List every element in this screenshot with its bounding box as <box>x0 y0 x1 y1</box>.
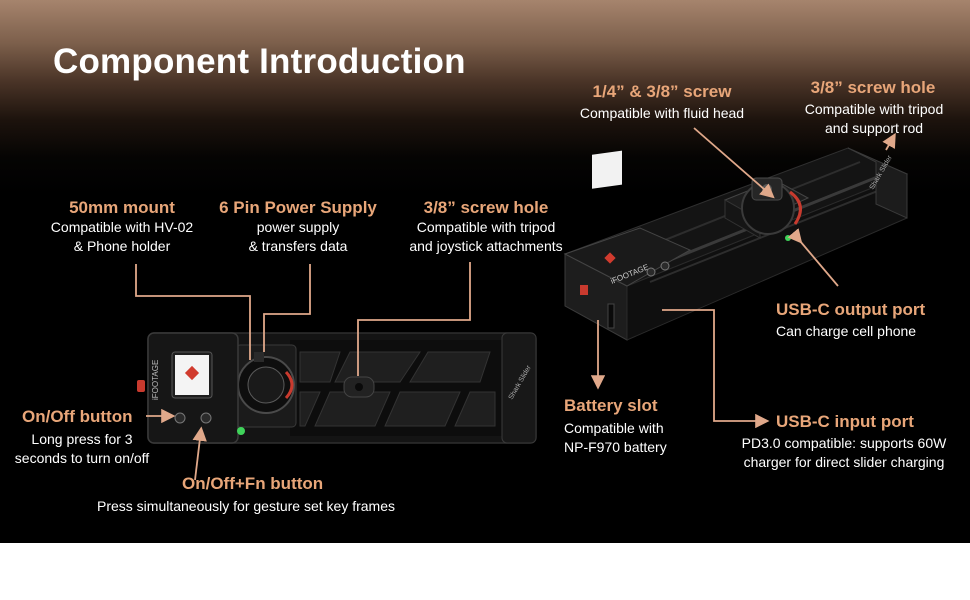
battery-line-2: NP-F970 battery <box>564 439 667 455</box>
onoff-fn-line-1: Press simultaneously for gesture set key… <box>97 498 396 514</box>
onoff-fn-heading: On/Off+Fn button <box>182 474 324 493</box>
leader-usbc-in <box>662 309 770 429</box>
power-line-1: power supply <box>256 219 340 235</box>
leader-lines <box>135 127 896 481</box>
screw-joystick-line-2: and joystick attachments <box>409 238 563 254</box>
usbc-out-line-1: Can charge cell phone <box>776 323 917 339</box>
mount-line-1: Compatible with HV-02 <box>50 219 194 235</box>
screw-tripod-heading: 3/8” screw hole <box>810 78 936 97</box>
mount-line-2: & Phone holder <box>73 238 171 254</box>
fn-button-icon[interactable] <box>200 412 212 424</box>
leader-screw-joystick <box>357 262 471 376</box>
leader-screw-tripod <box>882 132 896 151</box>
power-description: power supply & transfers data <box>218 218 378 256</box>
battery-line-1: Compatible with <box>564 420 664 436</box>
mount-heading: 50mm mount <box>69 198 175 217</box>
onoff-line-1: Long press for 3 <box>31 431 133 447</box>
slider-illustration: iFOOTAGE Shark Slider iFOOTAGE Shark Sli… <box>137 147 909 444</box>
usbc-in-line-1: PD3.0 compatible: supports 60W <box>741 435 947 451</box>
usbc-in-line-2: charger for direct slider charging <box>743 454 945 470</box>
battery-heading: Battery slot <box>564 396 658 415</box>
leader-screw-fluid <box>693 127 775 199</box>
leader-power <box>263 264 311 352</box>
page-title: Component Introduction <box>53 42 466 81</box>
onoff-description: Long press for 3 seconds to turn on/off <box>0 430 164 468</box>
onoff-heading: On/Off button <box>22 407 133 426</box>
slider-front-view: iFOOTAGE Shark Slider <box>137 332 537 444</box>
screw-fluid-heading: 1/4” & 3/8” screw <box>592 82 732 101</box>
screw-tripod-line-1: Compatible with tripod <box>804 101 944 117</box>
power-line-2: & transfers data <box>248 238 348 254</box>
screw-tripod-description: Compatible with tripod and support rod <box>784 100 964 138</box>
leader-onoff-fn <box>192 426 207 481</box>
usbc-in-heading: USB-C input port <box>776 412 914 431</box>
slider-perspective-view: iFOOTAGE Shark Slider <box>563 147 909 341</box>
intro-banner <box>0 0 970 543</box>
status-led-icon <box>237 427 245 435</box>
leader-usbc-out <box>787 228 839 287</box>
onoff-fn-description: Press simultaneously for gesture set key… <box>97 497 395 516</box>
leader-mount <box>135 264 251 360</box>
device-brand-front: iFOOTAGE <box>151 360 160 400</box>
onoff-line-2: seconds to turn on/off <box>14 450 150 466</box>
mount-description: Compatible with HV-02 & Phone holder <box>30 218 214 256</box>
power-heading: 6 Pin Power Supply <box>219 198 377 217</box>
screw-joystick-line-1: Compatible with tripod <box>416 219 556 235</box>
screw-joystick-description: Compatible with tripod and joystick atta… <box>394 218 578 256</box>
usbc-out-description: Can charge cell phone <box>776 322 916 341</box>
battery-description: Compatible with NP-F970 battery <box>564 419 667 457</box>
usbc-in-description: PD3.0 compatible: supports 60W charger f… <box>724 434 964 472</box>
screw-joystick-heading: 3/8” screw hole <box>423 198 549 217</box>
screw-fluid-description: Compatible with fluid head <box>562 104 762 123</box>
usbc-out-heading: USB-C output port <box>776 300 926 319</box>
screw-tripod-line-2: and support rod <box>824 120 924 136</box>
screw-fluid-line-1: Compatible with fluid head <box>579 105 745 121</box>
